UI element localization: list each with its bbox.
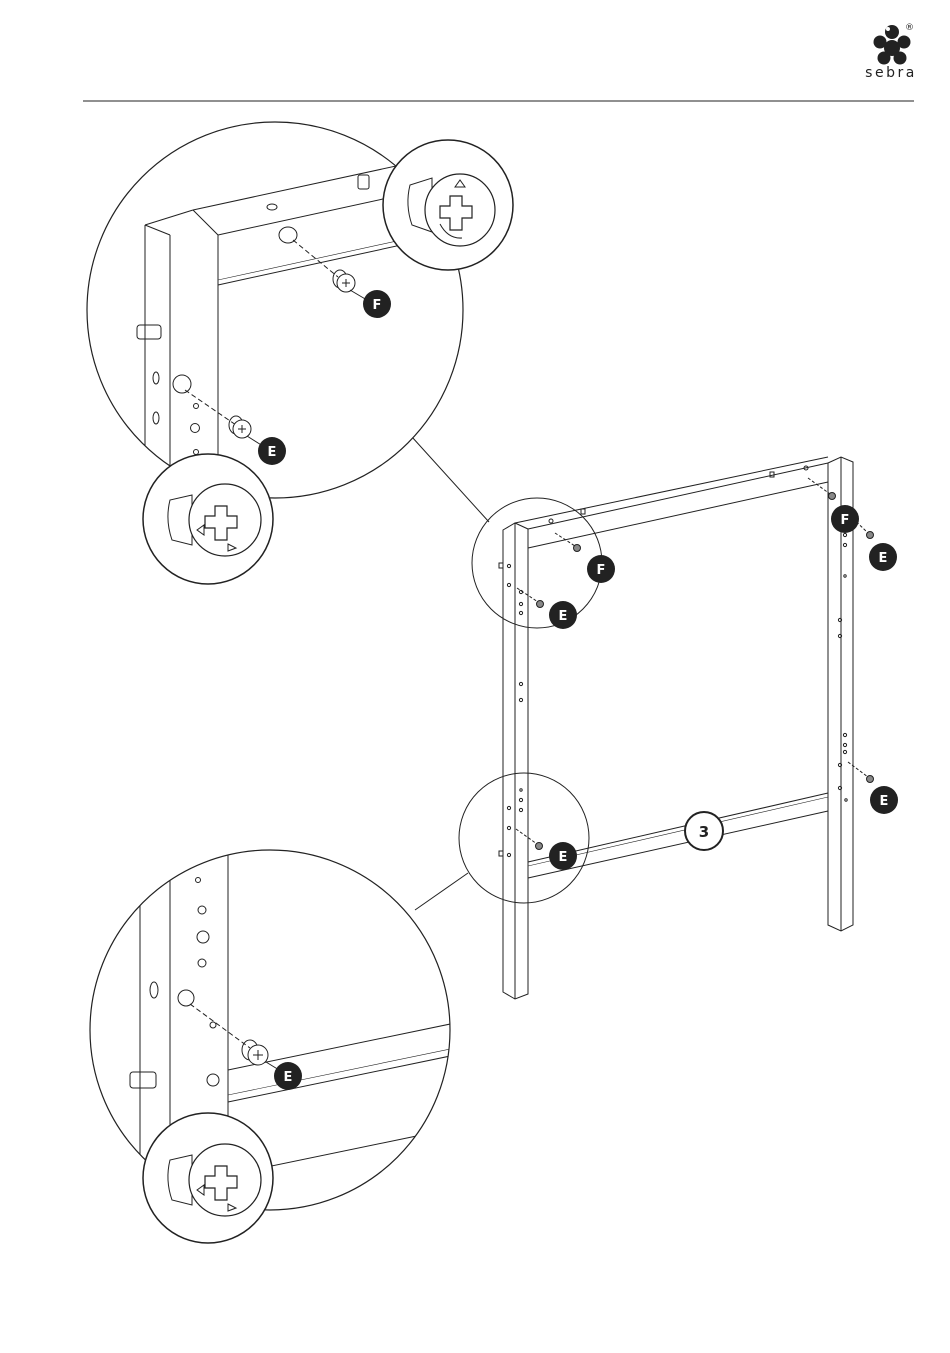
svg-text:F: F xyxy=(373,298,382,313)
badge-f-detail-top: F xyxy=(363,290,391,318)
badge-e-right-bottom: E xyxy=(870,786,898,814)
badge-e-detail-bottom: E xyxy=(274,1062,302,1090)
svg-text:E: E xyxy=(268,445,277,460)
badge-e-detail-top: E xyxy=(258,437,286,465)
leader-line-bottom xyxy=(415,873,468,910)
svg-text:F: F xyxy=(841,513,850,528)
brand-name: sebra xyxy=(865,65,917,81)
badge-e-left-bottom: E xyxy=(549,842,577,870)
cam-lock-zoom-inset xyxy=(143,454,273,584)
svg-text:E: E xyxy=(559,850,568,865)
svg-text:F: F xyxy=(597,563,606,578)
brand-logo: ® sebra xyxy=(865,23,917,81)
bed-frame-end-panel xyxy=(499,457,874,999)
badge-f-left-top: F xyxy=(587,555,615,583)
bottom-detail-view xyxy=(90,850,460,1243)
svg-text:E: E xyxy=(880,794,889,809)
svg-text:E: E xyxy=(284,1070,293,1085)
registered-mark: ® xyxy=(905,23,914,33)
badge-e-left-top: E xyxy=(549,601,577,629)
svg-text:E: E xyxy=(559,609,568,624)
top-detail-view xyxy=(87,122,513,584)
badge-e-right-top: E xyxy=(869,543,897,571)
leader-line-top xyxy=(412,437,489,522)
cam-lock-zoom-inset-bottom xyxy=(143,1113,273,1243)
svg-text:E: E xyxy=(879,551,888,566)
badge-f-right-top: F xyxy=(831,505,859,533)
step-number-badge: 3 xyxy=(685,812,723,850)
step-number: 3 xyxy=(699,823,709,841)
cam-bolt-zoom-inset xyxy=(383,140,513,270)
